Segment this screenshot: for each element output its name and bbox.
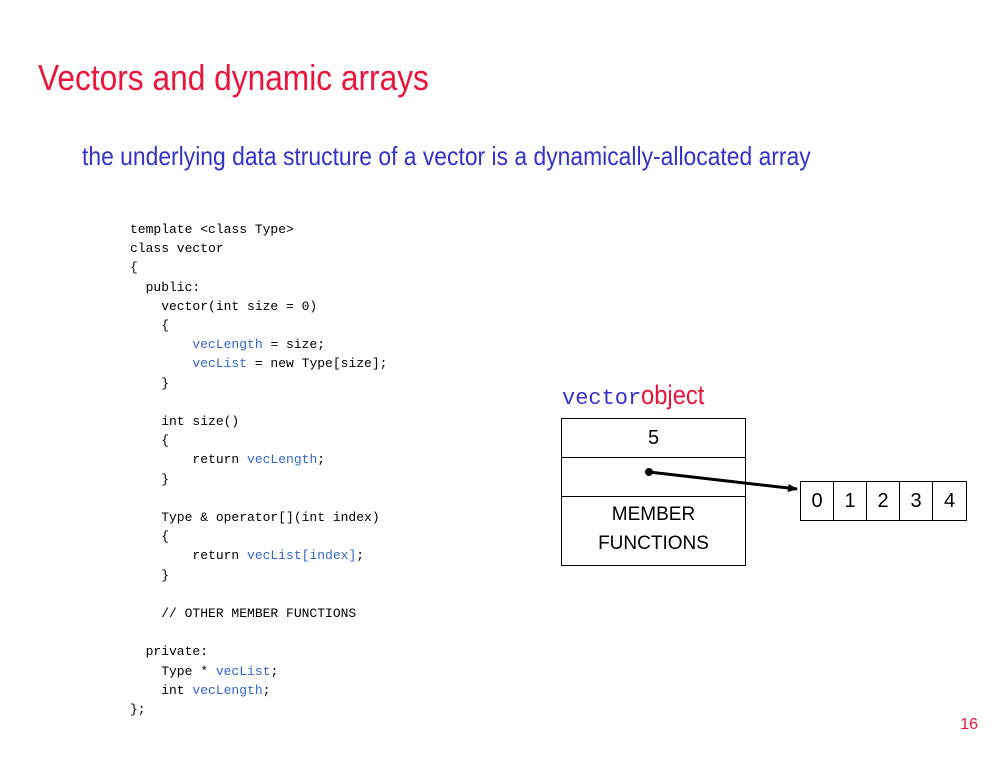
code-text: } [130, 375, 170, 391]
vector-object-label-code: vector [562, 386, 642, 411]
code-text: template <class Type> [130, 222, 294, 237]
code-line: private: [130, 642, 208, 661]
code-text: return [130, 452, 248, 468]
code-line: template <class Type> [130, 220, 294, 239]
code-text: }; [130, 702, 146, 717]
vector-object-label: vectorobject [562, 376, 713, 414]
code-text: { [130, 318, 170, 333]
code-identifier: vecLength [192, 682, 263, 698]
code-identifier: vecList[index] [247, 548, 357, 564]
code-line: { [130, 258, 138, 277]
member-functions-line: FUNCTIONS [598, 533, 709, 554]
array-cell: 3 [900, 482, 933, 520]
array-cell: 1 [834, 482, 867, 520]
code-line: class vector [130, 239, 224, 258]
code-line: }; [130, 700, 146, 719]
code-text: { [130, 433, 170, 449]
code-text: = new Type[size]; [247, 356, 388, 372]
page-number: 16 [960, 716, 978, 733]
array-cell: 0 [801, 482, 834, 520]
code-line: Type & operator[](int index) [130, 508, 380, 527]
code-text: int size() [130, 414, 240, 429]
member-functions-cell: MEMBER FUNCTIONS [562, 497, 745, 565]
vector-object-label-word: object [641, 380, 705, 410]
code-text: class vector [130, 241, 224, 257]
code-line: vecList = new Type[size]; [130, 354, 387, 373]
code-text: ; [270, 663, 279, 679]
code-text: ; [262, 682, 271, 698]
code-text [130, 337, 192, 352]
code-line: int size() [130, 412, 239, 431]
code-identifier: vecList [192, 356, 248, 372]
code-line: } [130, 470, 169, 489]
vector-size-cell: 5 [562, 419, 745, 458]
code-text: int [130, 682, 193, 698]
code-line: int vecLength; [130, 681, 270, 700]
code-text: { [130, 260, 138, 276]
code-text: // OTHER MEMBER FUNCTIONS [130, 606, 357, 621]
code-text: } [130, 471, 170, 487]
array-cell: 2 [867, 482, 900, 520]
slide-title: Vectors and dynamic arrays [38, 57, 429, 98]
code-text: ; [356, 548, 365, 564]
code-line: return vecLength; [130, 450, 325, 469]
code-line: // OTHER MEMBER FUNCTIONS [130, 604, 356, 623]
code-text: private: [130, 644, 209, 660]
code-line: { [130, 527, 169, 546]
code-identifier: vecLength [247, 452, 318, 468]
code-text: } [130, 567, 170, 583]
code-text [130, 356, 192, 371]
member-functions-line: MEMBER [611, 504, 696, 525]
code-text: { [130, 529, 170, 545]
vector-pointer-cell [562, 458, 745, 497]
code-line: return vecList[index]; [130, 546, 364, 565]
code-line: public: [130, 278, 201, 297]
code-text: ; [317, 452, 326, 468]
code-line: { [130, 316, 169, 335]
code-text: Type & operator[](int index) [130, 510, 380, 525]
code-text: = size; [262, 337, 326, 353]
vector-object-box: 5 MEMBER FUNCTIONS [561, 418, 746, 566]
code-line: { [130, 431, 169, 450]
code-text: return [130, 548, 248, 564]
code-identifier: vecLength [192, 337, 263, 353]
code-line: vector(int size = 0) [130, 297, 317, 316]
code-line: vecLength = size; [130, 335, 325, 354]
code-text: Type * [130, 663, 216, 679]
code-line: Type * vecList; [130, 662, 278, 681]
code-identifier: vecList [215, 663, 271, 679]
code-text: public: [130, 279, 201, 295]
code-text: vector(int size = 0) [130, 298, 318, 314]
array-cell: 4 [943, 490, 956, 512]
slide-subtitle: the underlying data structure of a vecto… [82, 141, 811, 171]
code-line: } [130, 374, 169, 393]
code-line: } [130, 566, 169, 585]
